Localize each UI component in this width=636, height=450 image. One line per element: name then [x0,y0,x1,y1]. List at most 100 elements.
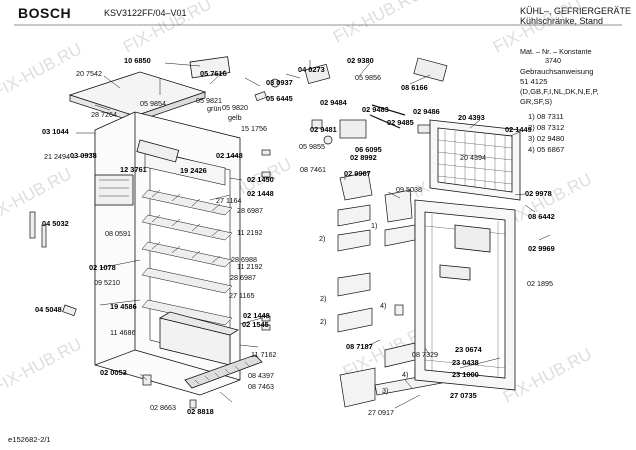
part-number-label: 10 6850 [124,56,151,65]
part-number-label: 02 1078 [89,263,116,272]
part-number-label: 06 6095 [355,145,382,154]
part-number-label: 23 0438 [452,358,479,367]
part-number-label: 02 9380 [347,56,374,65]
part-number-label: 02 9978 [525,189,552,198]
part-number-label: 28 6987 [230,273,256,282]
mat-label: Mat. – Nr. – Konstante [520,47,592,56]
part-number-label: 2) [320,317,326,326]
leader-lines [72,60,551,409]
part-number-label: 02 9486 [413,107,440,116]
part-number-label: 05 7616 [200,69,227,78]
part-number-label: 08 6442 [528,212,555,221]
part-number-label: 2) [319,234,325,243]
category-line-2: Kühlschränke, Stand [520,16,604,26]
part-number-label: 08 6166 [401,83,428,92]
part-number-label: 23 0674 [455,345,483,354]
part-number-label: 05 6445 [266,94,293,103]
part-number-label: 4) [402,370,408,379]
part-number-label: 19 2426 [180,166,207,175]
mat-value: 3740 [545,56,561,65]
part-number-label: 08 4397 [248,371,274,380]
part-number-label: 02 9481 [310,125,337,134]
part-number-label: 04 5032 [42,219,69,228]
part-number-label: 02 8818 [187,407,214,416]
part-number-label: 02 8663 [150,403,176,412]
part-number-label: 08 7463 [248,382,274,391]
category-line-1: KÜHL–, GEFRIERGERÄTE [520,6,632,16]
part-number-label: 21 2494 [44,152,70,161]
languages: (D,GB,F,I,NL,DK,N,E,P, [520,87,599,96]
part-number-label: 05 9821 [196,96,222,105]
part-number-label: 19 4586 [110,302,137,311]
part-number-label: 02 9483 [362,105,389,114]
part-number-label: 02 0053 [100,368,127,377]
part-number-label: 08 7329 [412,350,438,359]
part-number-label: 02 9967 [344,169,371,178]
part-number-label: 02 8992 [350,153,377,162]
part-number-label: 20 4394 [460,153,486,162]
part-number-label: 27 0917 [368,408,394,417]
part-number-label: 02 1545 [242,320,269,329]
part-number-label: 23 1000 [452,370,479,379]
part-number-label: 02 9485 [387,118,414,127]
part-number-label: 1) [371,221,377,230]
part-number-label: 09 5038 [396,185,422,194]
cabinet [68,56,263,396]
bosch-logo: BOSCH [18,5,71,21]
manual-label: Gebrauchsanweisung [520,67,593,76]
info-block: Mat. – Nr. – Konstante 3740 Gebrauchsanw… [520,47,599,154]
part-labels: 10 6850 05 7616 03 0937 04 0273 02 9380 08 61… [35,56,555,417]
part-number-label: 15 1756 [241,124,267,133]
part-number-label: 05 9855 [299,142,325,151]
part-number-label: 02 9969 [528,244,555,253]
part-number-label: 2) [320,294,326,303]
freezer-door [429,119,521,201]
part-number-label: 05 9820 [222,103,248,112]
part-number-label: gelb [228,113,242,122]
part-number-label: 05 9854 [140,99,166,108]
part-number-label: 02 1448 [216,151,243,160]
part-number-label: 04 5048 [35,305,62,314]
part-number-label: 3) [382,386,388,395]
brand-name: BOSCH [18,5,72,21]
manual-number: 51 4125 [520,77,547,86]
part-number-label: 11 7162 [251,350,276,359]
part-number-label: 02 1895 [527,279,553,288]
part-number-label: 02 1448 [243,311,270,320]
part-number-label: 27 0735 [450,391,477,400]
languages-2: GR,SF,S) [520,97,553,106]
part-number-label: 27 1164 [216,196,241,205]
part-number-label: grün [207,104,221,113]
part-number-label: 20 7542 [76,69,102,78]
part-number-label: 12 3761 [120,165,147,174]
footnote: 2) 08 7312 [528,123,564,132]
part-number-label: 02 1448 [247,189,274,198]
part-number-label: 11 2192 [237,262,262,271]
part-number-label: 11 2192 [237,228,262,237]
part-number-label: 04 0273 [298,65,325,74]
part-number-label: 28 6988 [231,255,257,264]
part-number-label: 20 4393 [458,113,485,122]
footnote: 1) 08 7311 [528,112,564,121]
part-number-label: 4) [380,301,386,310]
part-number-label: 08 0591 [105,229,131,238]
part-number-label: 28 7264 [91,110,117,119]
part-number-label: 05 9856 [355,73,381,82]
main-door [414,199,516,391]
part-number-label: 03 0937 [266,78,293,87]
part-number-label: 02 1450 [247,175,274,184]
part-number-label: 03 1044 [42,127,70,136]
part-number-label: 02 9484 [320,98,348,107]
part-number-label: 11 4686 [110,328,135,337]
footnote: 4) 05 6867 [528,145,564,154]
part-number-label: 08 7187 [346,342,373,351]
part-number-label: 27 1165 [229,291,254,300]
part-number-label: 08 7461 [300,165,326,174]
diagram-code: e152682-2/1 [8,435,51,444]
part-number-label: 28 6987 [237,206,263,215]
part-number-label: 09 5210 [94,278,120,287]
model-number: KSV3122FF/04–V01 [104,8,187,18]
part-number-label: 02 1449 [505,125,532,134]
